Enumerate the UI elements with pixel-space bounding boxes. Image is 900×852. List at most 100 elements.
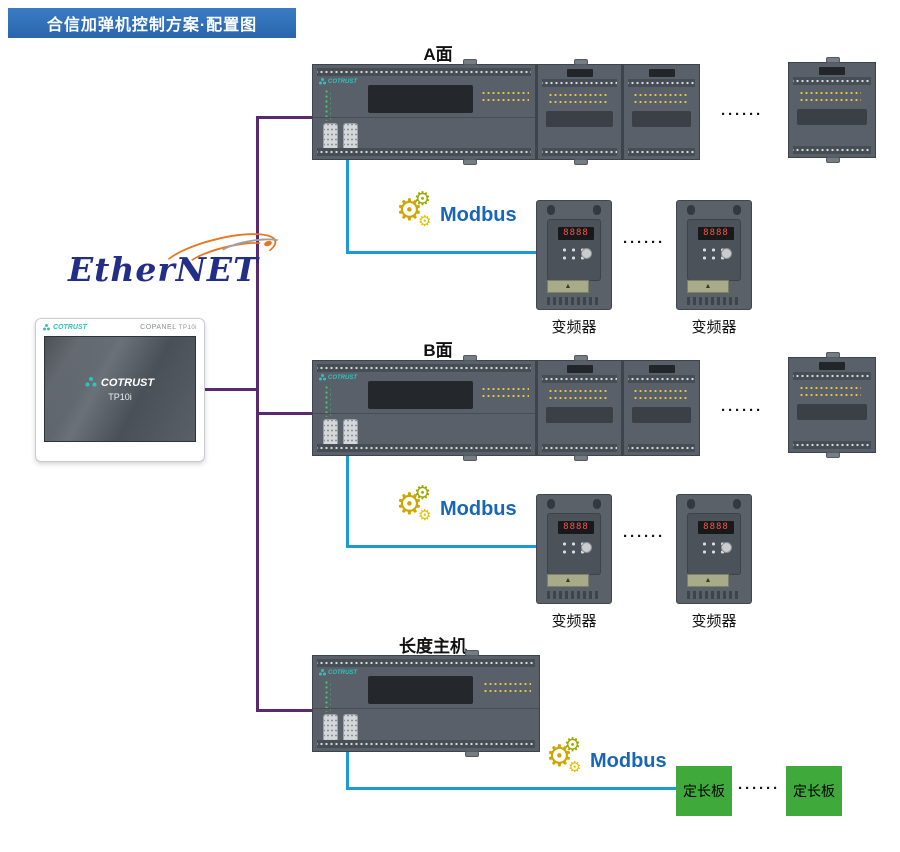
terminal-strip — [317, 364, 531, 372]
io-led-row — [799, 393, 861, 397]
fixed-length-board: 定长板 — [786, 766, 842, 816]
inverter-b1: 8888 ▲ — [536, 494, 612, 604]
terminal-strip — [317, 659, 535, 667]
terminal-strip — [542, 79, 617, 87]
plc-expansion-module — [622, 360, 700, 456]
case-groove — [313, 117, 535, 118]
terminal-strip — [317, 740, 535, 748]
io-led-row — [799, 386, 861, 390]
mounting-tab — [826, 157, 840, 163]
db9-connector-icon — [343, 123, 358, 153]
io-led-row — [483, 682, 531, 686]
cotrust-logo-icon — [43, 324, 50, 331]
ethernet-label: EtherNET — [68, 250, 259, 289]
mounting-hole — [593, 205, 601, 215]
module-lower-panel — [632, 407, 691, 423]
mounting-hole — [733, 205, 741, 215]
modbus-line-master-horizontal — [346, 787, 676, 790]
mounting-tab — [574, 455, 588, 461]
inverter-a1: 8888 ▲ — [536, 200, 612, 310]
io-led-row — [548, 100, 608, 104]
mounting-tab — [826, 352, 840, 358]
vent-slots — [547, 297, 601, 305]
inverter-display: 8888 — [698, 227, 734, 240]
terminal-strip — [628, 375, 695, 383]
vent-slots — [687, 297, 741, 305]
hmi-header-brand: COTRUST — [43, 324, 87, 331]
bus-connector — [648, 69, 675, 77]
plc-cpu-unit: COTRUST — [312, 355, 536, 461]
modbus-gear-icon: ⚙ — [564, 734, 582, 756]
inverter-a2: 8888 ▲ — [676, 200, 752, 310]
inverter-keypad — [560, 246, 586, 262]
vent-slots — [687, 591, 741, 599]
inverter-display: 8888 — [558, 521, 594, 534]
terminal-strip — [542, 375, 617, 383]
bus-connector — [648, 365, 675, 373]
db9-connector-icon — [323, 123, 338, 153]
modbus-line-a-vertical — [346, 160, 349, 254]
case-groove — [313, 708, 539, 709]
inverter-keypad — [560, 540, 586, 556]
io-led-row — [633, 396, 689, 400]
cotrust-logo-icon — [319, 374, 326, 381]
db9-connector-icon — [323, 419, 338, 449]
io-led-row — [548, 389, 608, 393]
terminal-strip — [793, 441, 871, 449]
terminal-strip — [542, 444, 617, 452]
terminal-strip — [793, 372, 871, 380]
modbus-line-b-horizontal — [346, 545, 536, 548]
mounting-tab — [574, 59, 588, 65]
inverter-front-panel: 8888 — [547, 513, 601, 575]
module-lower-panel — [797, 404, 867, 420]
inverter-front-panel: 8888 — [687, 513, 741, 575]
io-led-row — [548, 396, 608, 400]
cpu-display-window — [368, 381, 473, 409]
terminal-strip — [628, 444, 695, 452]
mounting-tab — [826, 57, 840, 63]
modbus-line-b-vertical — [346, 456, 349, 548]
modbus-line-a-horizontal — [346, 251, 536, 254]
ellipsis-more-boards: ······ — [738, 780, 780, 797]
plc-remote-module-a — [788, 57, 876, 163]
mounting-tab — [465, 751, 479, 757]
hmi-header: COTRUST COPANEL TP10i — [36, 319, 204, 336]
module-lower-panel — [632, 111, 691, 127]
cotrust-logo-icon — [319, 78, 326, 85]
io-led-row — [633, 93, 689, 97]
section-label-length-master: 长度主机 — [399, 637, 467, 656]
plc-rack-master: COTRUST — [312, 650, 540, 757]
mounting-tab — [463, 159, 477, 165]
inverter-label: 变频器 — [551, 613, 597, 630]
warning-label: ▲ — [687, 574, 729, 587]
io-led-row — [633, 100, 689, 104]
modbus-gear-icon: ⚙ — [414, 482, 432, 504]
io-led-row — [633, 389, 689, 393]
title-banner: 合信加弹机控制方案·配置图 — [8, 8, 296, 38]
ethernet-branch-hmi — [205, 388, 259, 391]
cotrust-logo-icon — [319, 669, 326, 676]
modbus-logo: ⚙ ⚙ ⚙ Modbus — [546, 736, 686, 786]
bus-connector — [566, 365, 593, 373]
module-lower-panel — [546, 407, 613, 423]
inverter-keypad — [700, 540, 726, 556]
modbus-label: Modbus — [440, 204, 517, 226]
inverter-label: 变频器 — [691, 613, 737, 630]
section-label-side-a: A面 — [423, 45, 453, 64]
case-groove — [313, 413, 535, 414]
inverter-knob — [721, 542, 732, 553]
modbus-gear-icon: ⚙ — [396, 487, 423, 522]
inverter-front-panel: 8888 — [687, 219, 741, 281]
io-led-row — [483, 689, 531, 693]
modbus-gear-icon: ⚙ — [418, 212, 432, 230]
io-led-row — [481, 394, 529, 398]
db9-connector-icon — [343, 419, 358, 449]
inverter-knob — [581, 248, 592, 259]
terminal-strip — [317, 68, 531, 76]
mounting-tab — [463, 455, 477, 461]
inverter-keypad — [700, 246, 726, 262]
plc-cpu-unit: COTRUST — [312, 650, 540, 757]
cpu-display-window — [368, 85, 473, 113]
status-led-column — [320, 680, 331, 712]
